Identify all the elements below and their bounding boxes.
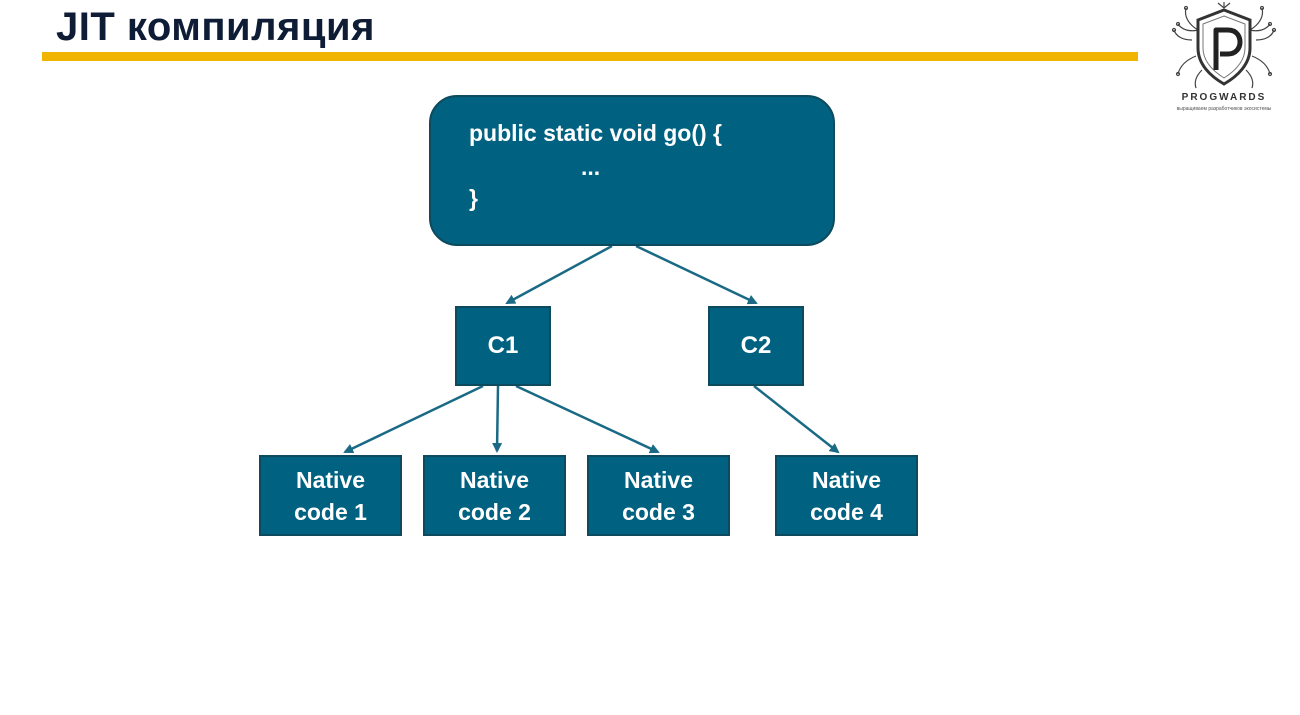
- code-line-closing-brace: }: [469, 185, 478, 211]
- code-line-signature: public static void go() {: [469, 120, 723, 146]
- logo-wordmark: PROGWARDS: [1181, 92, 1267, 103]
- shield-tree-icon: [1171, 2, 1277, 89]
- method-code-box: public static void go() { ... }: [429, 95, 835, 246]
- native-code-3-box: Native code 3: [587, 455, 730, 536]
- native-code-3-line2: code 3: [622, 498, 695, 525]
- arrow-c2-to-native4: [753, 385, 840, 454]
- compiler-c2-label: C2: [740, 332, 772, 359]
- arrow-code-to-c1: [505, 244, 613, 305]
- native-code-2-box: Native code 2: [423, 455, 566, 536]
- native-code-1-line2: code 1: [294, 498, 367, 525]
- compiler-c1-label: C1: [487, 332, 519, 359]
- native-code-3-line1: Native: [623, 466, 694, 493]
- page-title: JIT компиляция: [56, 5, 375, 49]
- arrow-c1-to-native3: [515, 384, 660, 454]
- native-code-4-line1: Native: [811, 466, 882, 493]
- arrow-c1-to-native2: [492, 385, 503, 453]
- arrow-c1-to-native1: [343, 384, 484, 454]
- native-code-2-line2: code 2: [458, 498, 531, 525]
- compiler-c2-box: C2: [708, 306, 804, 386]
- arrow-code-to-c2: [635, 244, 758, 305]
- compiler-c1-box: C1: [455, 306, 551, 386]
- code-line-body: ...: [581, 154, 601, 180]
- native-code-4-line2: code 4: [810, 498, 883, 525]
- logo-tagline: выращиваем разработчиков экосистемы: [1176, 106, 1272, 112]
- title-underline-bar: [42, 52, 1138, 61]
- native-code-1-line1: Native: [295, 466, 366, 493]
- native-code-1-box: Native code 1: [259, 455, 402, 536]
- native-code-2-line1: Native: [459, 466, 530, 493]
- native-code-4-box: Native code 4: [775, 455, 918, 536]
- progwards-logo: PROGWARDS выращиваем разработчиков экоси…: [1168, 0, 1280, 120]
